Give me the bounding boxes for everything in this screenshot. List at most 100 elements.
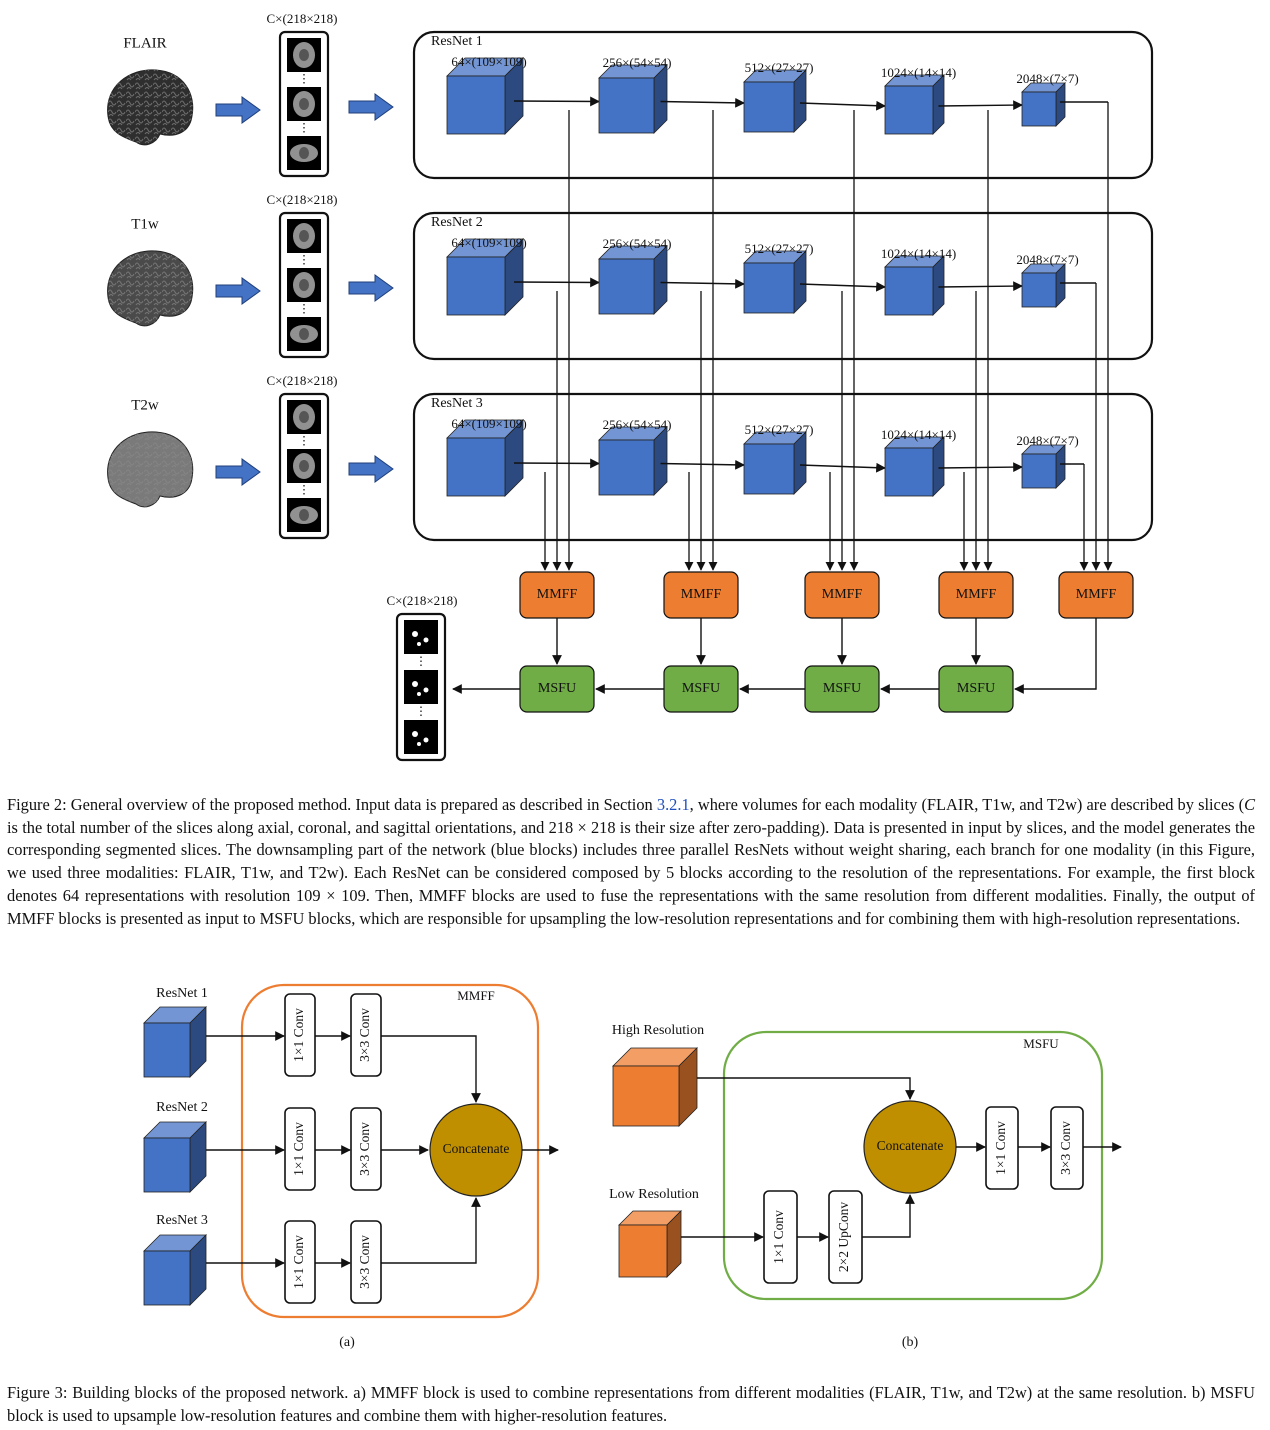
brain-folds <box>107 69 193 145</box>
block-size-label: 1024×(14×14) <box>881 246 956 261</box>
conv1x1-label: 1×1 Conv <box>993 1121 1008 1175</box>
conv1x1-label: 1×1 Conv <box>291 1235 306 1289</box>
resnet-frame <box>412 392 1154 542</box>
subfigure-label-b: (b) <box>902 1335 919 1350</box>
brain-t1w <box>107 250 194 327</box>
input-arrow <box>215 96 261 124</box>
block-to-block-arrow <box>938 462 1023 473</box>
slice-anatomy-core <box>299 328 309 340</box>
high-resolution-cube <box>612 1047 698 1127</box>
block-to-block-arrow <box>799 100 886 111</box>
stack-to-resnet-arrow <box>348 93 394 121</box>
conv1x1-box <box>284 1220 316 1304</box>
msfu-label: MSFU <box>682 681 720 696</box>
resnet-block-cube <box>743 431 807 495</box>
mmff-frame <box>240 983 540 1319</box>
conv-to-concat-arrow <box>381 1197 481 1264</box>
slice-anatomy-core <box>299 279 309 291</box>
high-res-to-concat-arrow <box>697 1077 915 1100</box>
resnet-block-cube <box>1021 263 1066 308</box>
modality-label-t1w: T1w <box>131 216 159 232</box>
input-slice-stack: ⋮⋮ <box>278 211 330 359</box>
lesion-spot <box>417 692 421 696</box>
slice-stack-label: C×(218×218) <box>267 11 338 26</box>
block-size-label: 256×(54×54) <box>603 55 672 70</box>
cube-front <box>743 443 795 495</box>
conv3x3-box <box>1050 1106 1084 1190</box>
resnet-block-cube <box>1021 444 1066 489</box>
last-mmff-to-msfu-arrow <box>1014 618 1097 694</box>
input-slice-stack: ⋮⋮ <box>278 30 330 178</box>
cube-front <box>743 81 795 133</box>
input-feature-cube <box>143 1121 207 1193</box>
cube-side <box>932 74 945 135</box>
block-to-block-arrow <box>660 97 745 108</box>
conv3x3-label: 3×3 Conv <box>357 1122 372 1176</box>
resnet-block-cube <box>743 69 807 133</box>
block-size-label: 512×(27×27) <box>745 241 814 256</box>
cube-front <box>598 258 655 315</box>
stack-to-resnet-arrow <box>348 274 394 302</box>
block-size-label: 64×(109×109) <box>451 416 526 431</box>
input-arrow <box>215 458 261 486</box>
msfu-label: MSFU <box>823 681 861 696</box>
input-resnet-label: ResNet 1 <box>156 986 208 1001</box>
cube-front <box>446 75 506 135</box>
resnet-label: ResNet 1 <box>431 34 483 49</box>
resnet-frame <box>412 30 1154 180</box>
concatenate-label: Concatenate <box>443 1141 510 1156</box>
lesion-spot <box>412 631 418 637</box>
input-arrow <box>215 277 261 305</box>
slice-stack-label: C×(218×218) <box>267 192 338 207</box>
resnet-block-cube <box>598 64 668 134</box>
brain-folds <box>107 431 193 507</box>
slice-anatomy-core <box>299 98 309 110</box>
mmff-title: MMFF <box>457 988 495 1003</box>
block-to-block-arrow <box>660 459 745 470</box>
cube-side <box>932 436 945 497</box>
conv1x1-label: 1×1 Conv <box>291 1008 306 1062</box>
input-feature-cube <box>143 1006 207 1078</box>
resnet-block-cube <box>743 250 807 314</box>
figure-2-caption: Figure 2: General overview of the propos… <box>7 795 1255 928</box>
mmff-label: MMFF <box>1076 587 1117 602</box>
lesion-spot <box>417 642 421 646</box>
output-slice-stack: ⋮⋮ <box>395 612 447 762</box>
cube-front <box>143 1022 191 1078</box>
cube-front <box>743 262 795 314</box>
cube-front <box>1021 91 1057 127</box>
input-slice-stack: ⋮⋮ <box>278 392 330 540</box>
cube-front <box>143 1250 191 1306</box>
mmff-label: MMFF <box>681 587 722 602</box>
figure-3-caption: Figure 3: Building blocks of the propose… <box>7 1383 1255 1425</box>
resnet-block-cube <box>884 74 945 135</box>
block-size-label: 1024×(14×14) <box>881 65 956 80</box>
conv3x3-label: 3×3 Conv <box>1058 1121 1073 1175</box>
section-ref-link[interactable]: 3.2.1 <box>656 795 690 814</box>
output-stack-label: C×(218×218) <box>387 593 458 608</box>
cube-front <box>143 1137 191 1193</box>
slice-ellipsis: ⋮ <box>298 252 310 266</box>
conv3x3-box <box>350 993 382 1077</box>
slice-anatomy-core <box>299 411 309 423</box>
brain-folds <box>107 250 193 326</box>
block-size-label: 64×(109×109) <box>451 235 526 250</box>
conv1x1-box <box>284 1107 316 1191</box>
conv3x3-box <box>350 1220 382 1304</box>
block-to-block-arrow <box>513 96 600 107</box>
slice-anatomy-core <box>299 147 309 159</box>
block-to-block-arrow <box>938 100 1023 111</box>
slice-anatomy-core <box>299 230 309 242</box>
cube-front <box>884 85 934 135</box>
high-resolution-label: High Resolution <box>612 1023 704 1038</box>
resnet-label: ResNet 2 <box>431 215 483 230</box>
modality-label-t2w: T2w <box>131 397 159 413</box>
conv1x1-label: 1×1 Conv <box>291 1122 306 1176</box>
lesion-spot <box>423 737 429 743</box>
msfu-label: MSFU <box>538 681 576 696</box>
cube-side <box>932 255 945 316</box>
block-size-label: 256×(54×54) <box>603 417 672 432</box>
block-size-label: 256×(54×54) <box>603 236 672 251</box>
resnet-block-cube <box>884 436 945 497</box>
